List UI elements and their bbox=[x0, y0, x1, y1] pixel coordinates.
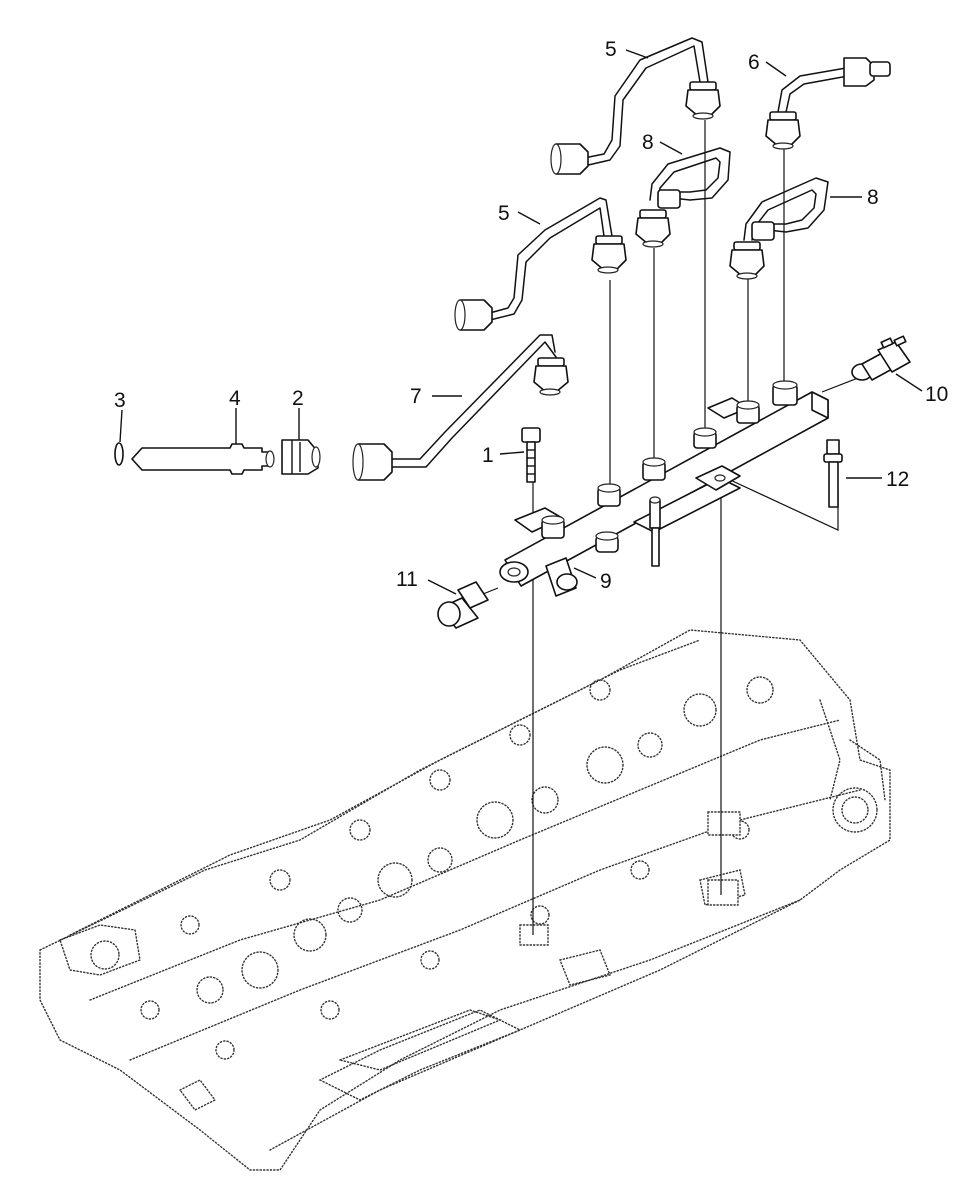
callout-10: 10 bbox=[925, 383, 948, 406]
injection-line-7 bbox=[352, 334, 569, 481]
callout-11: 11 bbox=[396, 568, 418, 591]
callout-leaders bbox=[119, 49, 923, 595]
pressure-sensor bbox=[851, 335, 911, 381]
injection-line-5-upper bbox=[550, 37, 721, 175]
fuel-rail bbox=[499, 380, 829, 597]
callout-4: 4 bbox=[229, 387, 241, 410]
callout-12: 12 bbox=[886, 468, 909, 491]
cylinder-head bbox=[39, 629, 891, 1171]
injection-line-8-upper bbox=[635, 147, 731, 248]
alignment-lines bbox=[477, 120, 859, 935]
connector-tube bbox=[131, 443, 275, 475]
callout-1: 1 bbox=[482, 444, 494, 467]
callout-8-upper: 8 bbox=[642, 131, 654, 154]
callout-labels: 1 2 3 4 5 5 6 7 8 8 9 10 11 12 bbox=[114, 38, 948, 593]
fuel-connector bbox=[281, 439, 321, 475]
stud bbox=[823, 439, 843, 508]
injection-line-6 bbox=[765, 57, 891, 150]
callout-6: 6 bbox=[748, 51, 760, 74]
o-ring bbox=[114, 442, 124, 466]
injection-line-5-lower bbox=[454, 197, 627, 331]
plug bbox=[437, 581, 489, 629]
bolt bbox=[521, 427, 541, 483]
callout-2: 2 bbox=[292, 387, 304, 410]
rail-bracket bbox=[633, 465, 741, 567]
callout-9: 9 bbox=[600, 570, 612, 593]
callout-7: 7 bbox=[410, 385, 422, 408]
callout-8-lower: 8 bbox=[867, 186, 879, 209]
callout-5-upper: 5 bbox=[605, 38, 617, 61]
callout-5-lower: 5 bbox=[498, 202, 510, 225]
callout-3: 3 bbox=[114, 389, 126, 412]
injection-line-8-lower bbox=[729, 177, 829, 280]
